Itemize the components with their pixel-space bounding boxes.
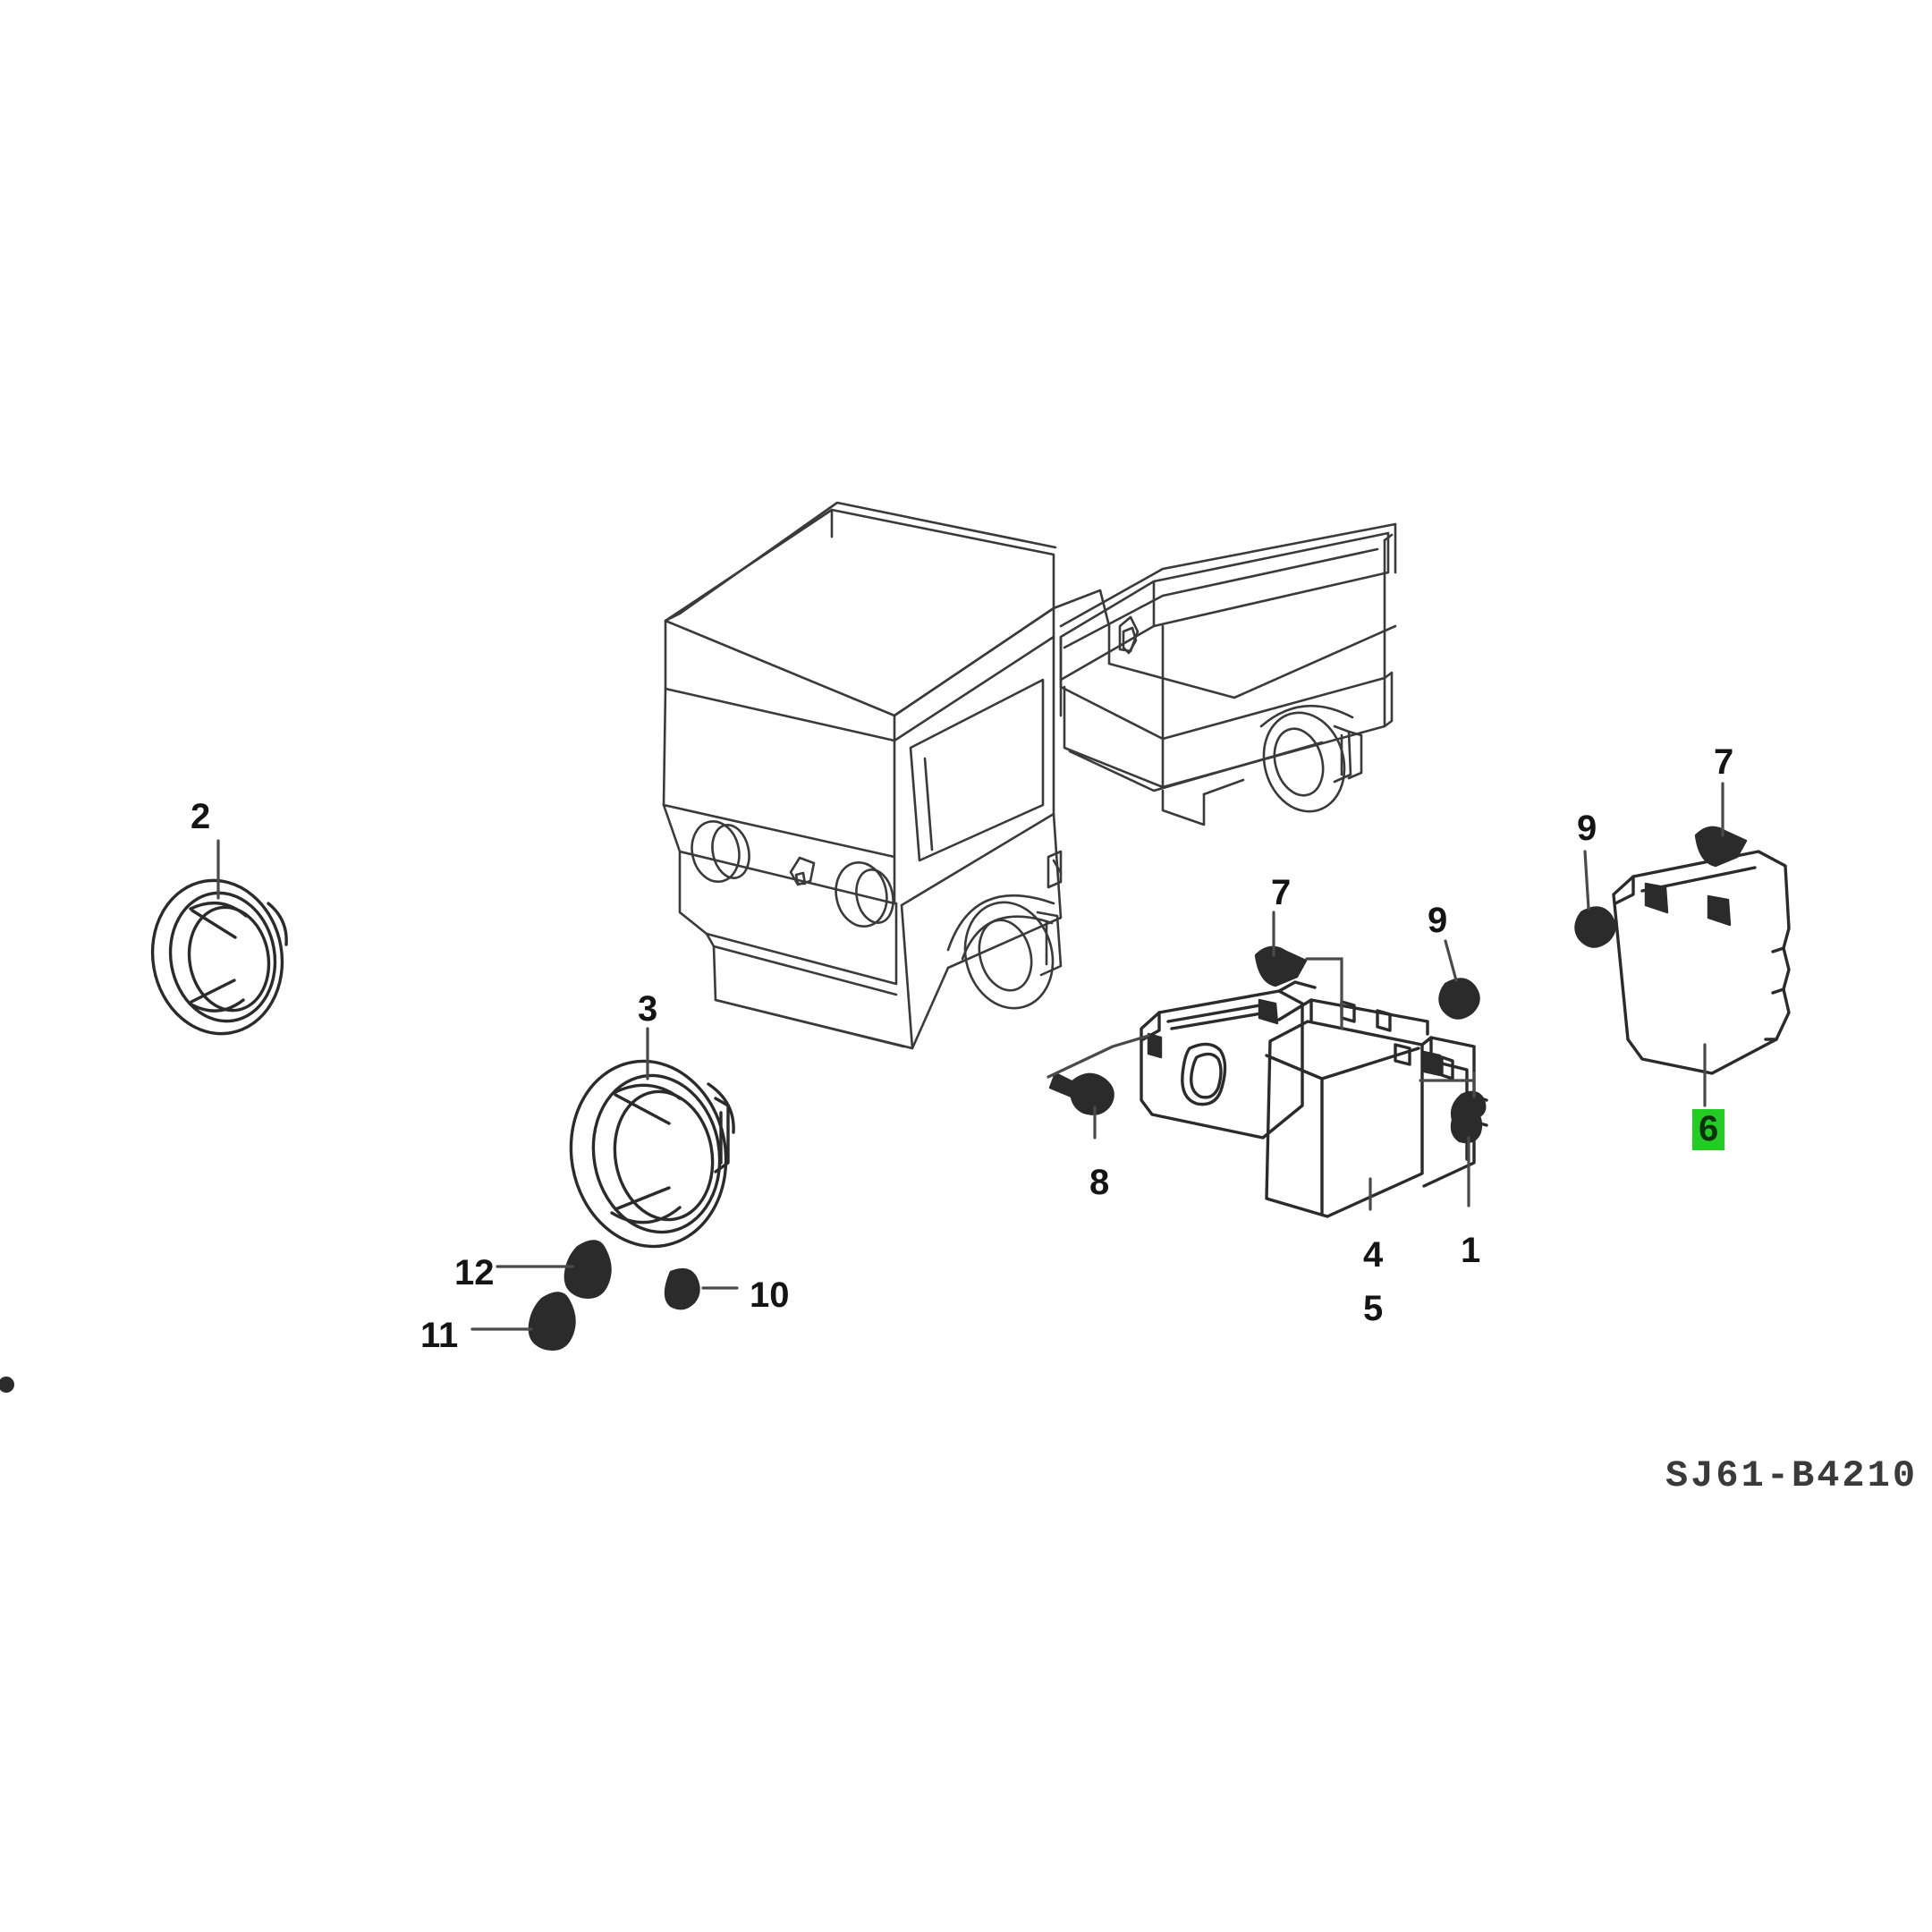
- part-8-bolt: [1046, 1034, 1150, 1140]
- edge-artifact-dot: [0, 1377, 14, 1393]
- callout-12[interactable]: 12: [454, 1253, 495, 1292]
- callout-9-center[interactable]: 9: [1428, 901, 1448, 940]
- callout-11[interactable]: 11: [420, 1316, 459, 1355]
- part-9-clip-right: [1574, 850, 1616, 948]
- part-9-clip-center: [1438, 939, 1480, 1020]
- part-6-mudflap-right: [1574, 782, 1791, 1107]
- leader-9-center: [1444, 939, 1458, 982]
- part-12-cone-clip: [496, 1240, 612, 1299]
- callout-7-right[interactable]: 7: [1714, 742, 1734, 782]
- callout-3[interactable]: 3: [638, 989, 658, 1029]
- callout-10[interactable]: 10: [750, 1275, 790, 1315]
- part-10-nut: [664, 1267, 739, 1310]
- callout-8[interactable]: 8: [1089, 1163, 1110, 1202]
- part-7-screw-center: [1254, 911, 1343, 1030]
- callout-4[interactable]: 4: [1363, 1235, 1384, 1275]
- callout-2[interactable]: 2: [191, 797, 211, 836]
- part-3-flange-ring: [569, 1027, 735, 1249]
- leader-9-right: [1583, 850, 1590, 911]
- callout-9-right[interactable]: 9: [1577, 809, 1597, 848]
- part-7-screw-right: [1694, 782, 1748, 868]
- callout-1[interactable]: 1: [1461, 1231, 1481, 1270]
- diagram-code: SJ61-B4210: [1665, 1454, 1919, 1497]
- callout-6-highlighted[interactable]: 6: [1692, 1109, 1725, 1150]
- leader-7-center: [1305, 957, 1343, 1030]
- leader-8-to-flap: [1046, 1034, 1150, 1079]
- part-1-pin: [1419, 1072, 1487, 1208]
- callout-5[interactable]: 5: [1363, 1289, 1384, 1328]
- truck-illustration: [662, 501, 1397, 1050]
- center-splash-guard-assembly: [1046, 911, 1488, 1218]
- part-11-cone-clip: [470, 1292, 576, 1351]
- callout-7-center[interactable]: 7: [1271, 873, 1292, 912]
- part-2-ring: [150, 839, 288, 1036]
